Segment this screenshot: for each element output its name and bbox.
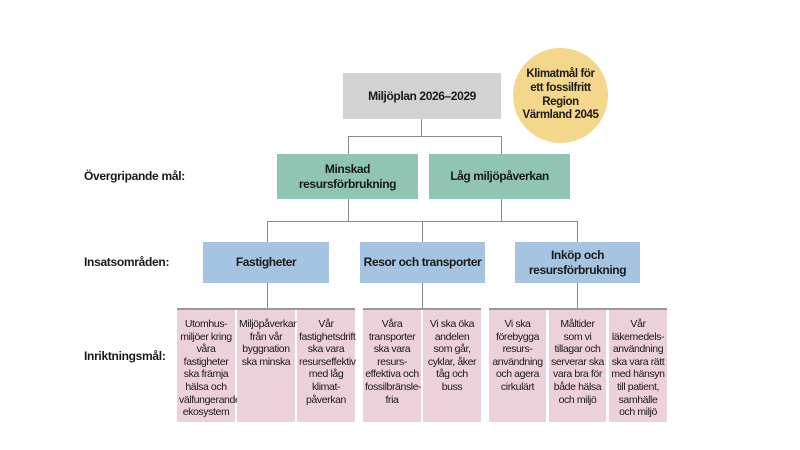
connector [267, 283, 268, 308]
connector [267, 221, 268, 242]
row-label-focus-areas: Insatsområden: [84, 255, 170, 269]
target-box: Utomhus-miljöer kring våra fastigheter s… [177, 310, 241, 422]
focus-area-box: Fastigheter [203, 242, 329, 283]
connector [501, 136, 502, 154]
target-box: Vår läkemedels-användning ska vara rätt … [609, 310, 667, 422]
climate-goal-text: Klimatmål för ett fossilfritt Region Vär… [522, 67, 599, 122]
connector [501, 199, 502, 221]
connector [422, 283, 423, 308]
goal-box: Låg miljöpåverkan [429, 154, 570, 199]
row-label-overarching: Övergripande mål: [84, 169, 185, 183]
target-box: Miljöpåverkan från vår byggnation ska mi… [237, 310, 299, 422]
target-box: Vår fastighetsdrift ska vara resurseffek… [297, 310, 356, 422]
connector [421, 119, 422, 136]
group-bar [177, 308, 355, 310]
target-box: Måltider som vi tillagar och serverar sk… [549, 310, 606, 422]
climate-goal-badge: Klimatmål för ett fossilfritt Region Vär… [513, 48, 608, 143]
connector [348, 199, 349, 221]
group-bar [363, 308, 481, 310]
connector [348, 136, 502, 137]
connector [577, 283, 578, 308]
connector [422, 221, 423, 242]
target-box: Våra transporter ska vara resurs-effekti… [363, 310, 422, 422]
group-bar [489, 308, 667, 310]
connector [577, 221, 578, 242]
target-box: Vi ska förebygga resurs-användning och a… [489, 310, 546, 422]
focus-area-box: Inköp och resursförbrukning [515, 242, 640, 283]
connector [348, 136, 349, 154]
target-box: Vi ska öka andelen som går, cyklar, åker… [423, 310, 481, 422]
goal-box: Minskad resursförbrukning [277, 154, 418, 199]
focus-area-box: Resor och transporter [360, 242, 485, 283]
plan-title-box: Miljöplan 2026–2029 [343, 73, 501, 119]
row-label-targets: Inriktningsmål: [84, 349, 166, 363]
